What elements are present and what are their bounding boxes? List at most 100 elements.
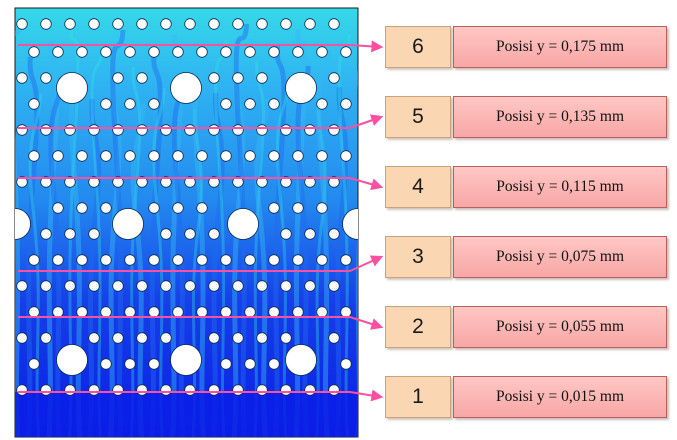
small-particle bbox=[88, 18, 100, 30]
small-particle bbox=[292, 150, 304, 162]
small-particle bbox=[76, 254, 88, 266]
small-particle bbox=[256, 18, 268, 30]
small-particle bbox=[148, 150, 160, 162]
position-label-1: Posisi y = 0,015 mm bbox=[453, 376, 667, 418]
small-particle bbox=[172, 306, 184, 318]
plume-streak bbox=[108, 82, 122, 437]
position-number-4: 4 bbox=[385, 166, 451, 208]
small-particle bbox=[16, 124, 28, 136]
plume-streak bbox=[275, 81, 290, 437]
large-particle bbox=[56, 72, 88, 104]
small-particle bbox=[268, 150, 280, 162]
small-particle bbox=[340, 150, 352, 162]
large-particle bbox=[285, 72, 317, 104]
small-particle bbox=[172, 150, 184, 162]
small-particle bbox=[112, 124, 124, 136]
small-particle bbox=[52, 202, 64, 214]
small-particle bbox=[280, 384, 292, 396]
small-particle bbox=[148, 46, 160, 58]
small-particle bbox=[40, 18, 52, 30]
large-particle bbox=[15, 208, 31, 240]
small-particle bbox=[28, 98, 40, 110]
plume-streak bbox=[316, 49, 332, 437]
small-particle bbox=[328, 384, 340, 396]
small-particle bbox=[304, 384, 316, 396]
small-particle bbox=[328, 332, 340, 344]
small-particle bbox=[268, 254, 280, 266]
plume-streak bbox=[15, 19, 23, 437]
small-particle bbox=[304, 280, 316, 292]
small-particle bbox=[244, 46, 256, 58]
position-number-3: 3 bbox=[385, 236, 451, 278]
small-particle bbox=[316, 306, 328, 318]
small-particle bbox=[136, 18, 148, 30]
plume-streak bbox=[90, 45, 104, 437]
position-line-3 bbox=[18, 255, 384, 272]
small-particle bbox=[328, 280, 340, 292]
small-particle bbox=[16, 332, 28, 344]
plume-streak bbox=[211, 92, 225, 437]
small-particle bbox=[148, 358, 160, 370]
position-line-4 bbox=[18, 177, 384, 191]
small-particle bbox=[256, 124, 268, 136]
small-particle bbox=[136, 280, 148, 292]
small-particle bbox=[196, 202, 208, 214]
small-particle bbox=[28, 254, 40, 266]
small-particle bbox=[196, 150, 208, 162]
small-particle bbox=[40, 72, 52, 84]
large-particle bbox=[170, 344, 202, 376]
small-particle bbox=[268, 46, 280, 58]
small-particle bbox=[292, 254, 304, 266]
small-particle bbox=[64, 280, 76, 292]
small-particle bbox=[40, 176, 52, 188]
small-particle bbox=[64, 384, 76, 396]
small-particle bbox=[52, 150, 64, 162]
plume-streak bbox=[28, 93, 43, 437]
small-particle bbox=[112, 176, 124, 188]
small-particle bbox=[40, 124, 52, 136]
small-particle bbox=[124, 98, 136, 110]
small-particle bbox=[16, 280, 28, 292]
small-particle bbox=[208, 332, 220, 344]
small-particle bbox=[232, 384, 244, 396]
small-particle bbox=[268, 202, 280, 214]
small-particle bbox=[88, 384, 100, 396]
small-particle bbox=[172, 202, 184, 214]
small-particle bbox=[184, 384, 196, 396]
small-particle bbox=[100, 98, 112, 110]
position-line-5 bbox=[18, 114, 384, 129]
position-label-3: Posisi y = 0,075 mm bbox=[453, 236, 667, 278]
small-particle bbox=[196, 254, 208, 266]
plume-streak bbox=[48, 77, 64, 437]
small-particle bbox=[40, 280, 52, 292]
small-particle bbox=[76, 150, 88, 162]
position-label-4: Posisi y = 0,115 mm bbox=[453, 166, 667, 208]
small-particle bbox=[112, 332, 124, 344]
small-particle bbox=[220, 98, 232, 110]
small-particle bbox=[232, 332, 244, 344]
small-particle bbox=[172, 254, 184, 266]
small-particle bbox=[304, 124, 316, 136]
small-particle bbox=[256, 176, 268, 188]
small-particle bbox=[88, 176, 100, 188]
plume-streak bbox=[191, 108, 204, 437]
small-particle bbox=[184, 280, 196, 292]
small-particle bbox=[280, 332, 292, 344]
small-particle bbox=[232, 72, 244, 84]
small-particle bbox=[136, 72, 148, 84]
small-particle bbox=[340, 98, 352, 110]
small-particle bbox=[28, 306, 40, 318]
small-particle bbox=[64, 228, 76, 240]
position-line-1 bbox=[18, 389, 384, 402]
small-particle bbox=[340, 46, 352, 58]
small-particle bbox=[136, 176, 148, 188]
plume-streak bbox=[231, 76, 246, 437]
position-number-1: 1 bbox=[385, 376, 451, 418]
small-particle bbox=[76, 306, 88, 318]
small-particle bbox=[304, 228, 316, 240]
small-particle bbox=[160, 228, 172, 240]
small-particle bbox=[232, 280, 244, 292]
small-particle bbox=[220, 358, 232, 370]
small-particle bbox=[28, 358, 40, 370]
small-particle bbox=[244, 98, 256, 110]
